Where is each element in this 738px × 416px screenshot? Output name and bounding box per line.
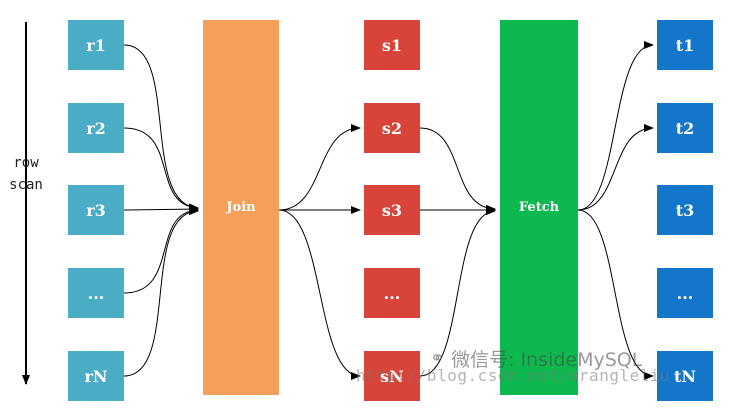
node-s-ellipsis: ...: [364, 268, 420, 318]
node-t3: t3: [657, 185, 713, 235]
node-r3: r3: [68, 185, 124, 235]
edge-r2-join: [123, 127, 199, 212]
edge-rN-join: [123, 207, 199, 377]
node-rN: rN: [68, 351, 124, 401]
node-r2: r2: [68, 103, 124, 153]
node-t2: t2: [657, 103, 713, 153]
edge-fetch-tN: [577, 209, 654, 380]
edge-join-s2: [278, 124, 361, 211]
node-sN: sN: [364, 351, 420, 401]
node-r1: r1: [68, 20, 124, 70]
axis-label-row: row: [13, 155, 39, 171]
node-t1: t1: [657, 20, 713, 70]
edge-rdots-join: [123, 206, 199, 294]
edge-join-sN: [278, 209, 361, 380]
edge-sN-fetch: [419, 207, 496, 377]
axis-label: row scan: [4, 152, 48, 196]
wechat-icon: ⚭: [430, 348, 446, 369]
watermark: ⚭ 微信号: InsideMySQL: [430, 345, 642, 372]
node-s1: s1: [364, 20, 420, 70]
fetch-block: Fetch: [500, 20, 578, 395]
node-t-ellipsis: ...: [657, 268, 713, 318]
node-s2: s2: [364, 103, 420, 153]
node-tN: tN: [657, 351, 713, 401]
watermark-text: 微信号: InsideMySQL: [451, 349, 643, 371]
edge-s2-fetch: [419, 127, 496, 213]
watermark-url: http://blog.csdn.net/orangleliu: [356, 366, 671, 385]
node-r-ellipsis: ...: [68, 268, 124, 318]
node-s3: s3: [364, 185, 420, 235]
edge-r1-join: [123, 44, 199, 212]
edge-fetch-t2: [577, 124, 654, 211]
axis-label-scan: scan: [9, 177, 43, 193]
join-block: Join: [203, 20, 279, 395]
edge-fetch-t1: [577, 41, 654, 211]
edge-r3-join: [123, 205, 199, 214]
